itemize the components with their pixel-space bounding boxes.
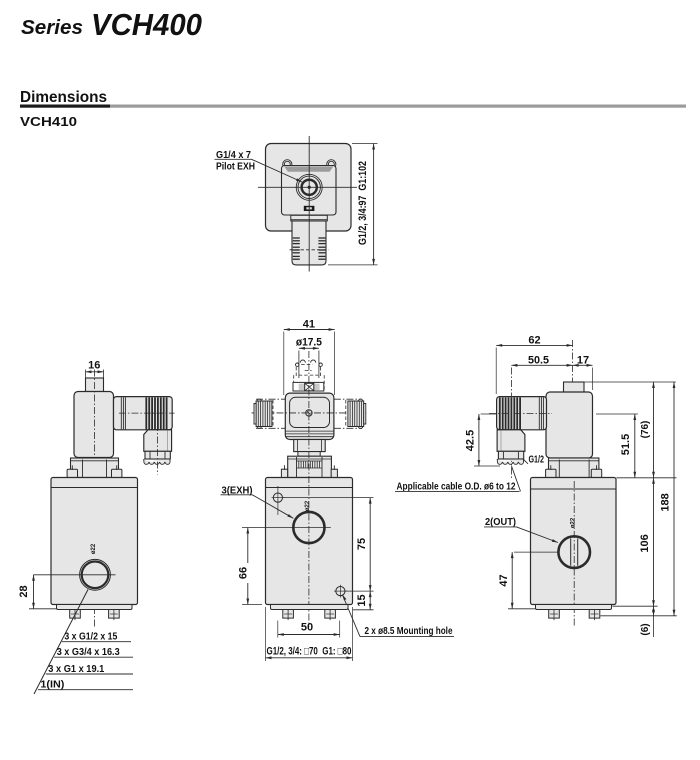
- svg-text:Applicable cable O.D. ø6 to 12: Applicable cable O.D. ø6 to 12: [397, 482, 516, 493]
- svg-text:51.5: 51.5: [620, 434, 632, 455]
- svg-text:VCH410: VCH410: [20, 114, 77, 129]
- svg-text:G1/2: G1/2: [529, 455, 545, 466]
- svg-text:2(OUT): 2(OUT): [485, 517, 516, 528]
- svg-text:VCH400: VCH400: [91, 7, 202, 42]
- svg-text:15: 15: [356, 594, 368, 606]
- svg-text:3(EXH): 3(EXH): [222, 486, 253, 497]
- svg-text:Series: Series: [21, 17, 83, 39]
- svg-text:188: 188: [660, 493, 672, 511]
- svg-text:3 x G1 x 19.1: 3 x G1 x 19.1: [48, 664, 104, 675]
- svg-text:1(IN): 1(IN): [40, 680, 64, 691]
- svg-text:3 x G1/2 x 15: 3 x G1/2 x 15: [64, 632, 117, 643]
- svg-text:2 x ø8.5 Mounting hole: 2 x ø8.5 Mounting hole: [365, 625, 453, 637]
- svg-text:3 x G3/4 x 16.3: 3 x G3/4 x 16.3: [57, 647, 120, 658]
- svg-text:(6): (6): [640, 623, 651, 635]
- svg-text:ø17.5: ø17.5: [296, 337, 322, 349]
- svg-text:G1/2, 3/4:97 G1:102: G1/2, 3/4:97 G1:102: [357, 161, 369, 245]
- svg-text:50.5: 50.5: [528, 355, 549, 367]
- svg-text:47: 47: [498, 574, 510, 586]
- svg-text:28: 28: [18, 585, 30, 597]
- svg-text:50: 50: [301, 621, 313, 633]
- svg-text:106: 106: [639, 534, 651, 552]
- svg-text:41: 41: [303, 319, 315, 331]
- svg-text:G1/2, 3/4: □70 G1: □80: G1/2, 3/4: □70 G1: □80: [267, 645, 352, 657]
- svg-text:Dimensions: Dimensions: [20, 89, 107, 106]
- svg-text:66: 66: [238, 567, 250, 579]
- svg-text:Pilot EXH: Pilot EXH: [216, 162, 255, 173]
- svg-text:ø22: ø22: [570, 517, 576, 528]
- svg-text:75: 75: [356, 538, 368, 550]
- svg-text:17: 17: [577, 355, 589, 367]
- svg-text:42.5: 42.5: [465, 430, 477, 451]
- svg-text:(76): (76): [640, 421, 651, 439]
- svg-text:ø22: ø22: [305, 500, 311, 511]
- svg-text:ø22: ø22: [91, 543, 97, 554]
- svg-text:16: 16: [88, 360, 100, 372]
- svg-text:62: 62: [528, 335, 540, 347]
- svg-text:G1/4 x 7: G1/4 x 7: [216, 150, 251, 161]
